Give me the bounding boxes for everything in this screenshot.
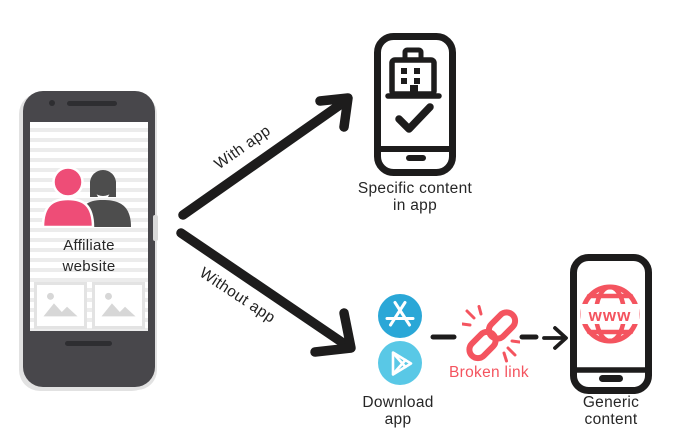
specific-label-line2: in app bbox=[392, 197, 438, 214]
generic-label-line1: Generic bbox=[582, 394, 640, 411]
affiliate-phone: Affiliate website bbox=[23, 91, 158, 387]
with-app-label: With app bbox=[211, 122, 274, 174]
affiliate-label-line2: website bbox=[62, 258, 116, 275]
generic-arrow-icon bbox=[542, 326, 568, 350]
speaker-icon bbox=[67, 101, 117, 106]
generic-content-label: Generic content bbox=[541, 394, 680, 428]
app-store-icon bbox=[378, 294, 422, 338]
affiliate-screen: Affiliate website bbox=[30, 122, 148, 331]
building-icon bbox=[385, 47, 442, 99]
without-app-label: Without app bbox=[196, 264, 279, 327]
checkmark-icon bbox=[395, 103, 434, 133]
image-placeholder-row bbox=[30, 282, 148, 329]
specific-label-line1: Specific content bbox=[357, 180, 473, 197]
camera-dot-icon bbox=[49, 100, 55, 106]
home-button-icon bbox=[406, 155, 426, 161]
affiliate-website-label: Affiliate website bbox=[30, 235, 148, 277]
without-app-arrow-icon bbox=[176, 228, 356, 357]
affiliate-label-line1: Affiliate bbox=[63, 237, 115, 254]
broken-link-label: Broken link bbox=[449, 364, 529, 381]
specific-content-label: Specific content in app bbox=[345, 180, 485, 214]
download-label-line1: Download bbox=[362, 394, 434, 411]
home-bar-icon bbox=[65, 341, 112, 346]
download-app-badges bbox=[378, 294, 422, 385]
www-text: www bbox=[588, 306, 632, 325]
generic-label-line2: content bbox=[584, 411, 638, 428]
download-app-label: Download app bbox=[328, 394, 468, 428]
spark-lines-icon bbox=[462, 305, 520, 363]
generic-content-phone-icon: www bbox=[570, 254, 652, 394]
with-app-arrow-icon bbox=[178, 93, 353, 220]
specific-content-phone-icon bbox=[374, 33, 456, 176]
google-play-icon bbox=[378, 341, 422, 385]
globe-www-icon: www bbox=[580, 284, 640, 344]
affiliate-users-icon bbox=[41, 167, 131, 227]
image-placeholder-icon bbox=[91, 282, 145, 329]
home-button-icon bbox=[599, 375, 623, 382]
power-button bbox=[153, 215, 158, 241]
broken-link-icon bbox=[462, 305, 520, 363]
download-label-line2: app bbox=[384, 411, 412, 428]
image-placeholder-icon bbox=[33, 282, 87, 329]
